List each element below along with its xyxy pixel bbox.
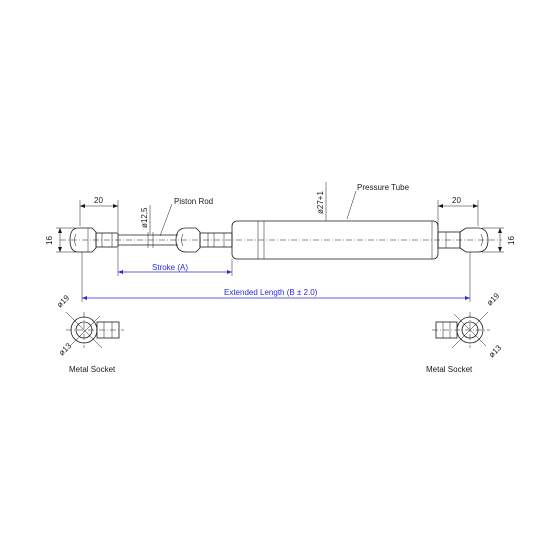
- left-socket-label: Metal Socket: [69, 365, 116, 374]
- piston-rod-callout: Piston Rod: [159, 197, 213, 237]
- left-height-value: 16: [45, 236, 54, 245]
- dim-tube-diameter: ø27+1: [316, 182, 327, 221]
- right-socket-outer-dia: ø19: [485, 291, 502, 308]
- dim-rod-diameter: ø12,5: [140, 205, 151, 234]
- dim-right-height: 16: [482, 227, 516, 253]
- piston-rod: [118, 232, 178, 248]
- right-socket-detail: ø19 ø13 Metal Socket: [426, 291, 504, 374]
- dim-left-width: 20: [79, 196, 119, 232]
- stroke-label: Stroke (A): [152, 263, 188, 272]
- left-end-fitting: [69, 227, 119, 253]
- gas-spring-assembly: [60, 220, 502, 260]
- left-socket-outer-dia: ø19: [55, 293, 72, 310]
- dim-right-width: 20: [437, 196, 479, 230]
- left-socket-detail: ø19 ø13 Metal Socket: [55, 293, 124, 374]
- dim-stroke: Stroke (A): [117, 248, 233, 276]
- pressure-tube-label: Pressure Tube: [357, 183, 410, 192]
- right-socket-inner-dia: ø13: [487, 343, 504, 360]
- rod-diameter-value: ø12,5: [140, 207, 149, 228]
- dim-extended-length: Extended Length (B ± 2.0): [81, 252, 471, 302]
- right-end-fitting: [459, 227, 489, 253]
- right-height-value: 16: [507, 236, 516, 245]
- right-width-value: 20: [452, 196, 461, 205]
- piston-rod-label: Piston Rod: [174, 197, 213, 206]
- pressure-tube-callout: Pressure Tube: [346, 183, 410, 220]
- extended-length-label: Extended Length (B ± 2.0): [224, 288, 318, 297]
- pressure-tube: [231, 220, 461, 260]
- dim-left-height: 16: [45, 227, 76, 253]
- right-socket-label: Metal Socket: [426, 365, 473, 374]
- tube-diameter-value: ø27+1: [316, 191, 325, 214]
- left-socket-inner-dia: ø13: [57, 341, 74, 358]
- left-width-value: 20: [94, 196, 103, 205]
